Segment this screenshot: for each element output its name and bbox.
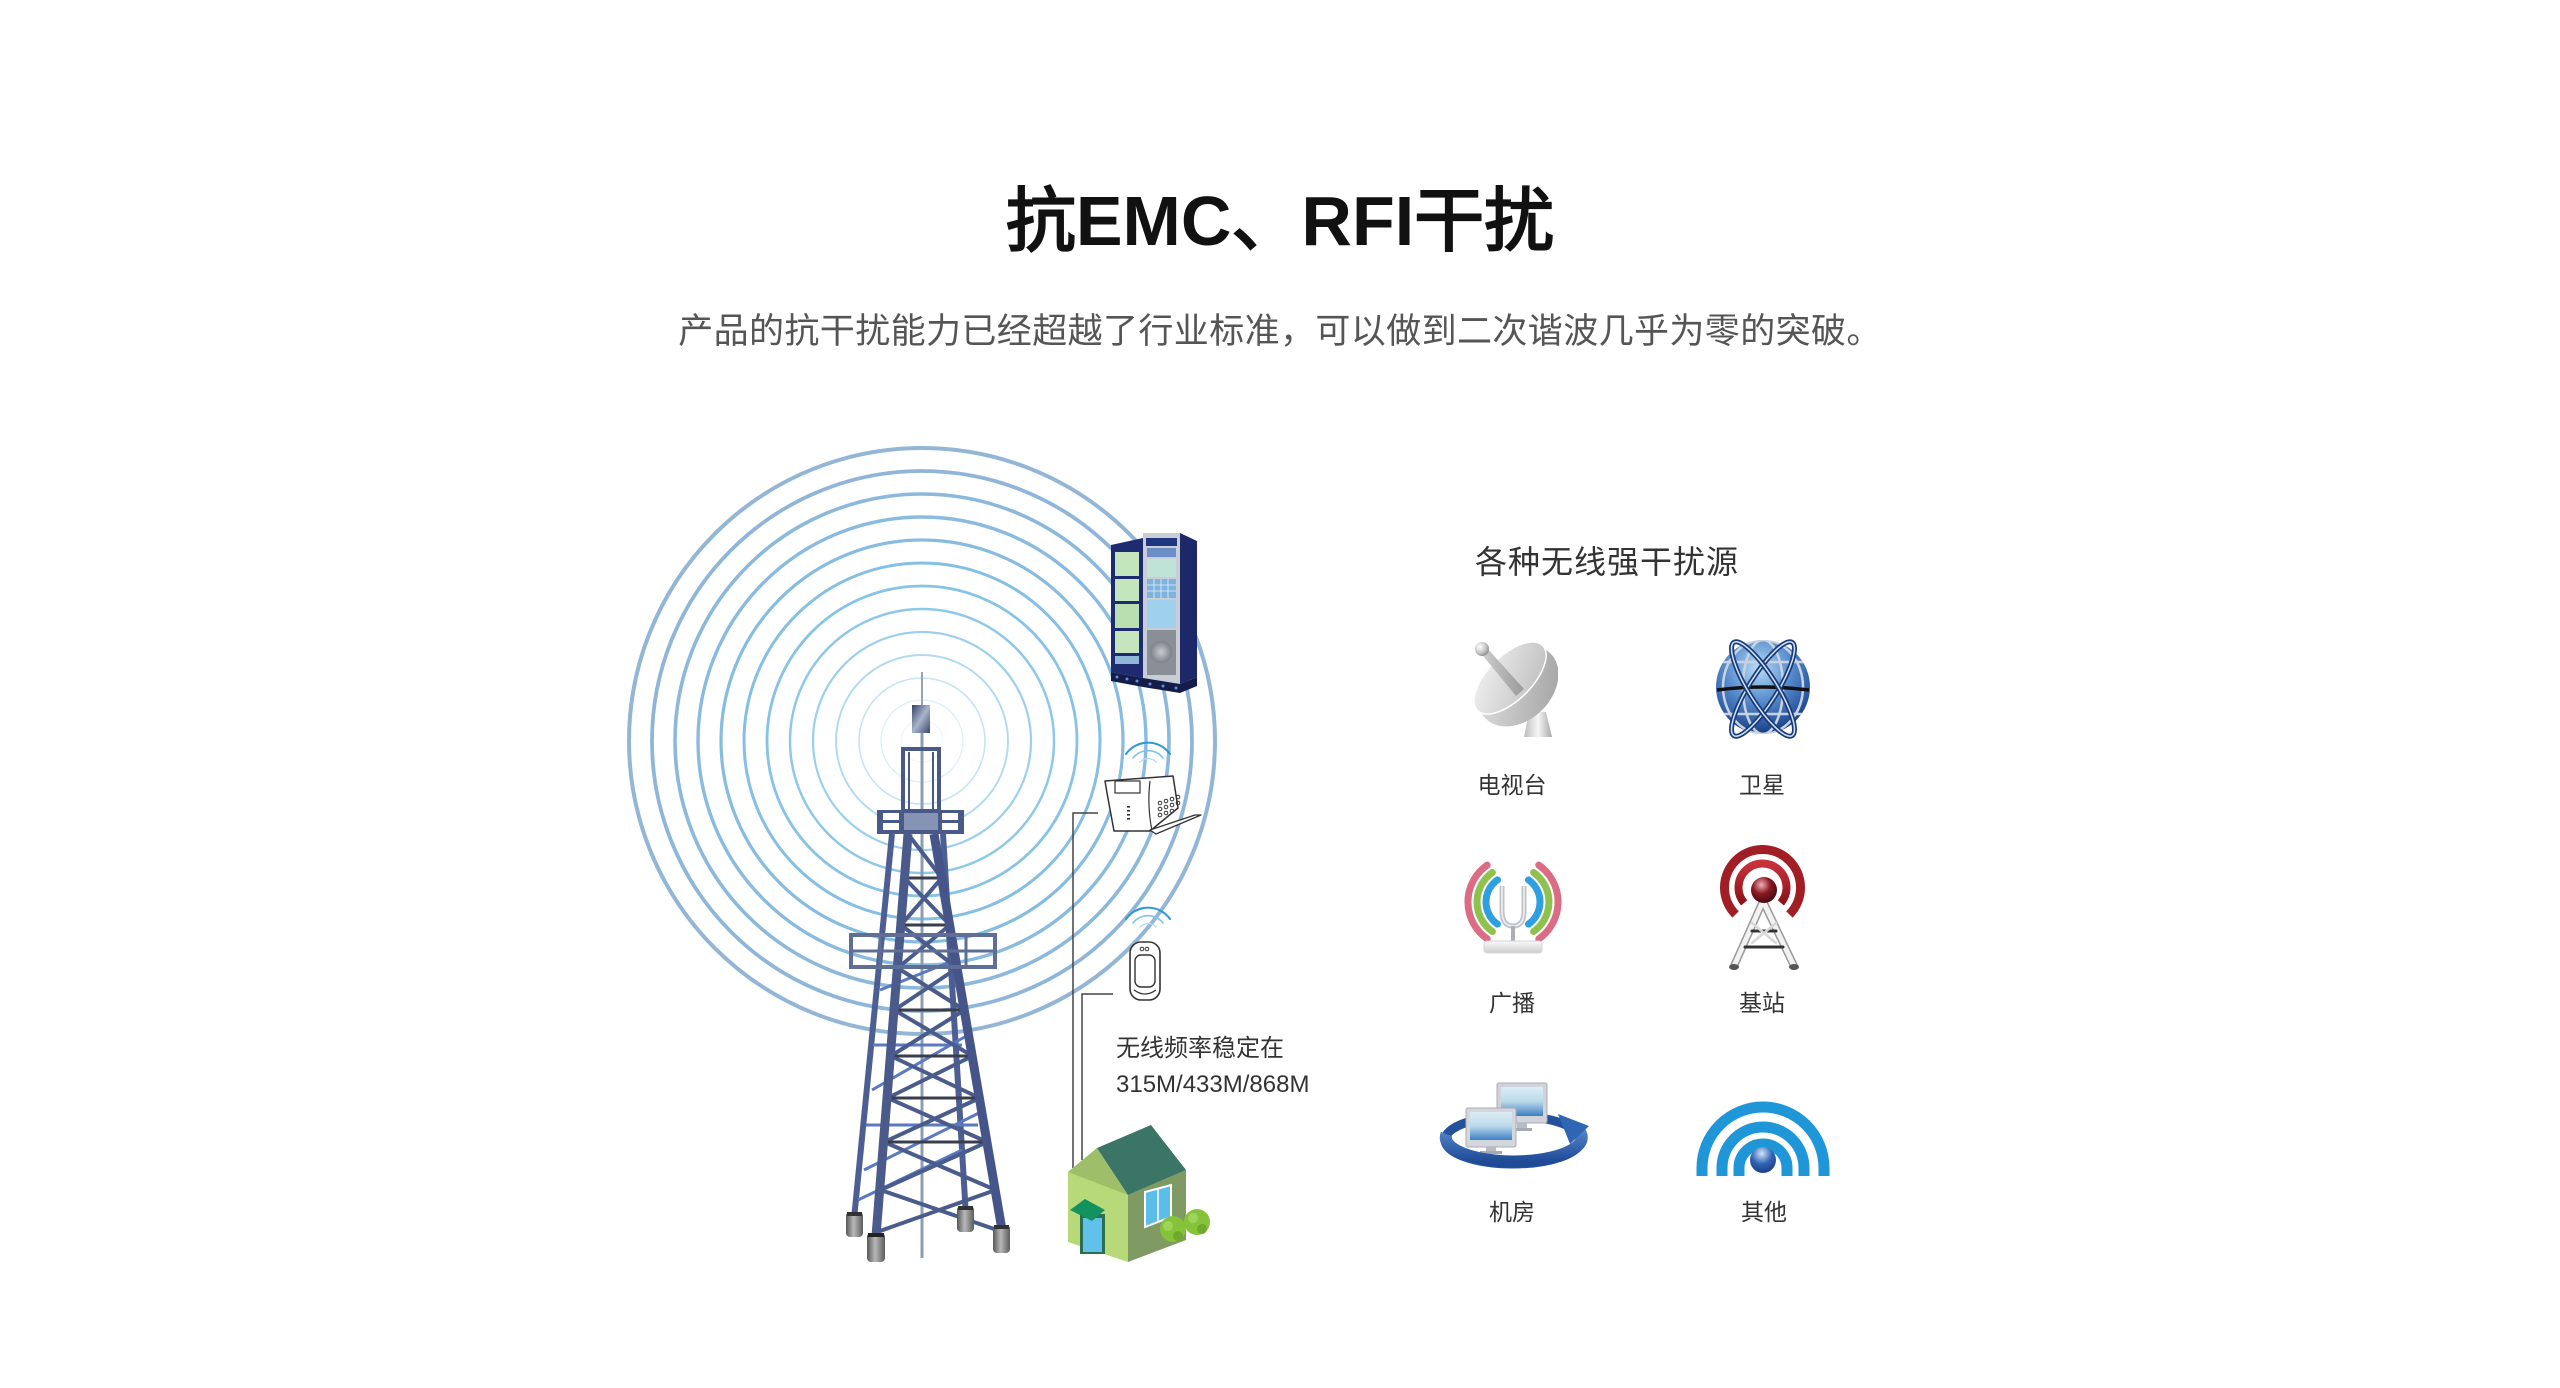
source-label-other: 其他 bbox=[1741, 1199, 1787, 1225]
server-room-icon bbox=[1436, 1080, 1590, 1172]
alarm-panel-icon bbox=[1104, 741, 1202, 835]
base-station-icon bbox=[1716, 843, 1810, 973]
satellite-dish-icon bbox=[1466, 636, 1558, 740]
source-label-broadcast: 广播 bbox=[1489, 990, 1535, 1016]
server-rack-icon bbox=[1111, 533, 1197, 693]
broadcast-antenna-icon bbox=[1460, 856, 1566, 958]
page-subtitle: 产品的抗干扰能力已经超越了行业标准，可以做到二次谐波几乎为零的突破。 bbox=[678, 312, 1882, 351]
connector-lines bbox=[1072, 812, 1113, 1168]
motion-sensor-icon bbox=[1125, 906, 1171, 1001]
source-label-satellite: 卫星 bbox=[1739, 772, 1785, 798]
callout-line-2: 315M/433M/868M bbox=[1116, 1071, 1310, 1098]
house-icon bbox=[1068, 1125, 1210, 1262]
satellite-globe-icon bbox=[1710, 634, 1816, 742]
frequency-callout: 无线频率稳定在 315M/433M/868M bbox=[1116, 1031, 1309, 1103]
interference-illustration bbox=[627, 446, 1217, 1262]
source-label-base-station: 基站 bbox=[1739, 990, 1785, 1016]
source-label-tv-station: 电视台 bbox=[1477, 772, 1547, 798]
wifi-signal-icon bbox=[1696, 1098, 1830, 1178]
page-title: 抗EMC、RFI干扰 bbox=[1005, 182, 1555, 260]
transmission-tower-icon bbox=[846, 672, 1010, 1262]
source-label-server-room: 机房 bbox=[1489, 1199, 1535, 1225]
sources-heading: 各种无线强干扰源 bbox=[1475, 544, 1740, 580]
callout-line-1: 无线频率稳定在 bbox=[1116, 1035, 1284, 1062]
